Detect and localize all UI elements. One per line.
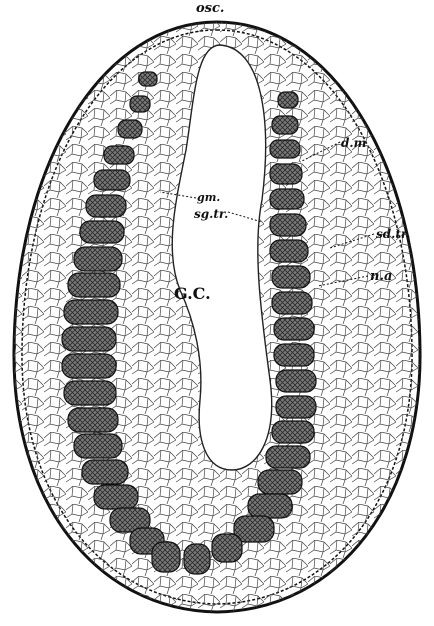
label-gm: gm. [197, 192, 220, 203]
label-na: n.a [370, 270, 392, 283]
label-sgtr: sg.tr. [194, 208, 228, 220]
label-dm: d.m [341, 137, 366, 149]
label-sdtr: sd.tr. [376, 228, 410, 240]
label-gc: G.C. [174, 286, 211, 302]
label-osc: osc. [196, 2, 224, 15]
